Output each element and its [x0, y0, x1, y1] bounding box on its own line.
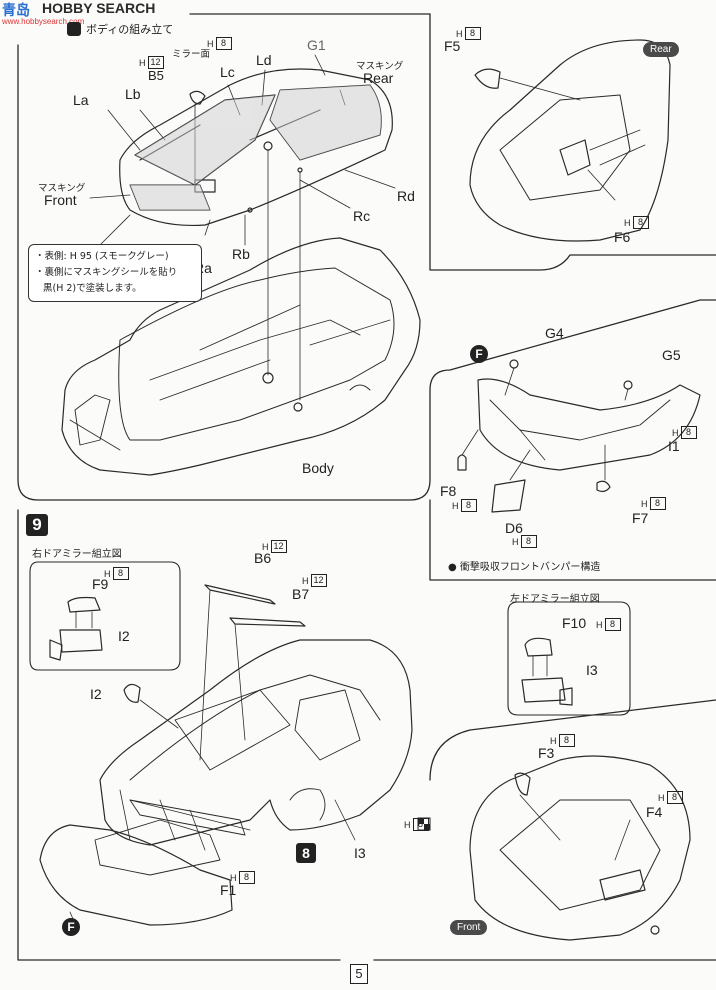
right-mirror-parts [49, 596, 103, 661]
front-tag: Front [450, 920, 488, 935]
note-line-1: ・表側: H 95 (スモークグレー) [35, 251, 169, 262]
label-lc: Lc [220, 64, 235, 80]
car-body-step9 [99, 639, 413, 846]
label-i3-inset: I3 [586, 662, 598, 678]
bumper-f-marker: F [470, 345, 488, 363]
label-d6: D6 [505, 520, 523, 536]
step-9-number: 9 [26, 514, 48, 536]
step8-badge [67, 22, 81, 36]
label-b5: B5 [148, 68, 164, 83]
left-mirror-inset-frame [507, 601, 631, 716]
mirror-b5 [189, 90, 206, 105]
label-g4: G4 [545, 325, 564, 341]
page-number: 5 [350, 964, 368, 984]
mask-front-jp: マスキング [38, 183, 86, 194]
label-f7: F7 [632, 510, 649, 526]
label-g1: G1 [307, 37, 326, 53]
paint-note: ・表側: H 95 (スモークグレー) ・裏側にマスキングシールを貼り 黒(H … [28, 244, 202, 302]
label-ld: Ld [256, 52, 272, 68]
label-f9: F9 [92, 576, 109, 592]
label-i2: I2 [118, 628, 130, 644]
mirror-face-label: ミラー面 [172, 49, 211, 60]
label-f6: F6 [614, 229, 631, 245]
front-bumper-part [457, 359, 701, 513]
wiper-b7 [229, 617, 306, 627]
label-b7: B7 [292, 586, 310, 602]
front-body-part [469, 755, 691, 941]
label-body: Body [302, 460, 334, 476]
section-divider-top [429, 13, 716, 271]
label-g5: G5 [662, 347, 681, 363]
watermark-text: HOBBY SEARCH [42, 0, 156, 16]
watermark-logo: 青岛 [2, 2, 30, 18]
label-mask-rear: Rear [363, 70, 394, 86]
label-lb: Lb [125, 86, 141, 102]
left-mirror-title: 左ドアミラー組立図 [510, 594, 600, 605]
label-f4: F4 [646, 804, 663, 820]
label-i2-car: I2 [90, 686, 102, 702]
rear-body-part [469, 39, 671, 242]
left-mirror-parts [521, 637, 573, 706]
label-b6: B6 [254, 550, 272, 566]
right-mirror-title: 右ドアミラー組立図 [32, 549, 122, 560]
label-rc: Rc [353, 208, 371, 224]
body-shell [61, 237, 421, 476]
label-la: La [73, 92, 89, 108]
mask-rear-jp: マスキング [356, 61, 404, 72]
label-f10: F10 [562, 615, 587, 631]
note-line-3: 黒(H 2)で塗装します。 [43, 283, 142, 294]
page-title: ボディの組み立て [86, 23, 174, 36]
section-divider-low [429, 699, 716, 781]
ref-step-8-marker: 8 [296, 843, 316, 863]
label-f5: F5 [444, 38, 461, 54]
label-i1: I1 [668, 438, 680, 454]
note-line-2: ・裏側にマスキングシールを貼り [35, 267, 178, 278]
right-mirror-inset-frame [29, 561, 181, 671]
label-f1: F1 [220, 882, 237, 898]
label-mask-front: Front [44, 192, 77, 208]
front-bumper-step9 [39, 824, 233, 926]
bumper-caption: ● 衝撃吸収フロントバンパー構造 [448, 562, 601, 573]
label-rb: Rb [232, 246, 250, 262]
page-number-text: 5 [355, 966, 363, 981]
step9-f-marker: F [62, 918, 80, 936]
rear-tag: Rear [643, 42, 679, 57]
frame-left [17, 44, 716, 501]
label-f8: F8 [440, 483, 457, 499]
frame-bottom [17, 509, 341, 961]
label-i3: I3 [354, 845, 366, 861]
label-f3: F3 [538, 745, 555, 761]
section-divider-mid [429, 499, 716, 581]
watermark-url: www.hobbysearch.com [2, 17, 85, 26]
wiper-b6 [204, 584, 276, 605]
label-rd: Rd [397, 188, 415, 204]
